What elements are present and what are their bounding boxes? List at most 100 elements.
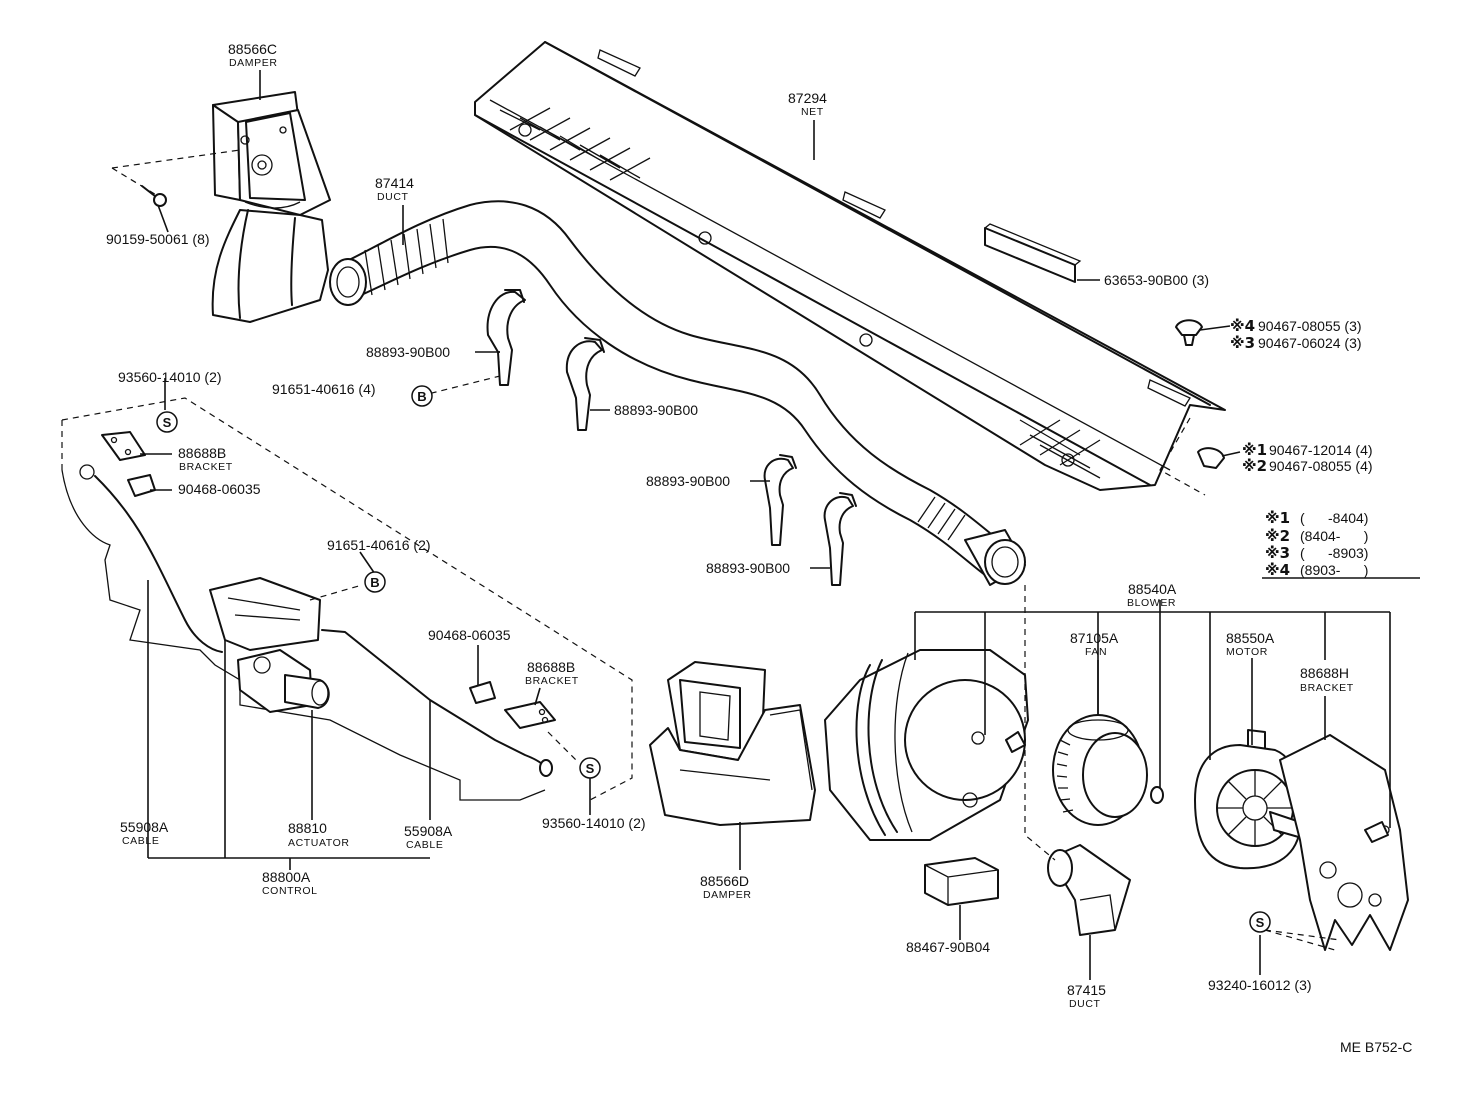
clip-90467-lower [1159, 417, 1225, 496]
label-63653-number: 63653-90B00 (3) [1104, 272, 1209, 288]
label-90468b-number: 90468-06035 [428, 627, 511, 643]
clamp-88893-a [486, 289, 526, 386]
legend-mark-4: ※4 [1265, 561, 1290, 579]
label-55908a-left-name: CABLE [122, 835, 159, 847]
label-88800a-number: 88800A [262, 869, 311, 885]
label-88893b-number: 88893-90B00 [614, 402, 698, 418]
label-90467a-mark: ※4 [1230, 317, 1255, 335]
label-93240-number: 93240-16012 (3) [1208, 977, 1312, 993]
label-90159-number: 90159-50061 (8) [106, 231, 210, 247]
label-90467c-mark: ※1 [1242, 441, 1267, 459]
label-55908a-left-number: 55908A [120, 819, 169, 835]
symbol-s-right: S [1249, 911, 1271, 933]
svg-text:B: B [417, 389, 426, 404]
label-88550a-name: MOTOR [1226, 646, 1268, 658]
blower-housing [824, 649, 1029, 841]
label-87105a-number: 87105A [1070, 630, 1119, 646]
label-93560a-number: 93560-14010 (2) [118, 369, 222, 385]
label-91651a-number: 91651-40616 (4) [272, 381, 376, 397]
label-88540a-number: 88540A [1128, 581, 1177, 597]
screw-90159 [111, 149, 241, 207]
label-90467c-number: 90467-12014 (4) [1269, 442, 1373, 458]
legend-mark-1: ※1 [1265, 509, 1290, 527]
label-90468a-number: 90468-06035 [178, 481, 261, 497]
dash-b-upper [419, 375, 501, 397]
label-88550a-number: 88550A [1226, 630, 1275, 646]
dash-s-lower [547, 731, 579, 763]
resistor-88467 [924, 857, 999, 906]
label-88810-number: 88810 [288, 820, 327, 836]
label-87415-number: 87415 [1067, 982, 1106, 998]
svg-text:S: S [1256, 915, 1265, 930]
label-87414-name: DUCT [377, 191, 409, 203]
symbol-s-upper: S [156, 411, 178, 433]
legend-mark-3: ※3 [1265, 544, 1290, 562]
label-90467d-mark: ※2 [1242, 457, 1267, 475]
leader-lines [140, 70, 1420, 980]
symbol-b-upper: B [411, 385, 433, 407]
clip-90468-b [469, 681, 496, 704]
label-88893a-number: 88893-90B00 [366, 344, 450, 360]
label-87414-number: 87414 [375, 175, 414, 191]
damper-88566c [211, 91, 331, 323]
washer [1150, 786, 1164, 804]
label-88688b-a-name: BRACKET [179, 461, 233, 473]
bracket-88688b-b [504, 701, 556, 729]
legend: ※1 ( -8404) ※2 (8404- ) ※3 ( -8903) ※4 (… [1265, 509, 1368, 579]
diagram-code: ME B752-C [1340, 1039, 1412, 1055]
svg-text:B: B [370, 575, 379, 590]
duct-87415 [1047, 844, 1131, 936]
label-88688b-b-name: BRACKET [525, 675, 579, 687]
symbol-s-lower: S [579, 757, 601, 779]
bracket-88688h [1279, 734, 1409, 951]
label-90467d-number: 90467-08055 (4) [1269, 458, 1373, 474]
pad-63653 [984, 223, 1082, 283]
label-55908a-right-number: 55908A [404, 823, 453, 839]
dash-s-screw [1264, 929, 1341, 951]
label-90467b-number: 90467-06024 (3) [1258, 335, 1362, 351]
label-90467a-number: 90467-08055 (3) [1258, 318, 1362, 334]
svg-text:S: S [586, 761, 595, 776]
label-88467-number: 88467-90B04 [906, 939, 990, 955]
legend-mark-2: ※2 [1265, 527, 1290, 545]
label-88566c-number: 88566C [228, 41, 277, 57]
legend-range-4: (8903- ) [1300, 562, 1368, 578]
legend-range-1: ( -8404) [1300, 510, 1368, 526]
label-55908a-right-name: CABLE [406, 839, 443, 851]
dash-b-lower [309, 584, 363, 601]
label-88800a-name: CONTROL [262, 885, 318, 897]
symbol-b-lower: B [364, 571, 386, 593]
label-88893c-number: 88893-90B00 [646, 473, 730, 489]
label-88688b-a-number: 88688B [178, 445, 226, 461]
label-93560b-number: 93560-14010 (2) [542, 815, 646, 831]
clip-90468-a [127, 474, 156, 497]
label-88540a-name: BLOWER [1127, 597, 1176, 609]
damper-88566d [649, 661, 816, 826]
legend-range-3: ( -8903) [1300, 545, 1368, 561]
label-88566d-name: DAMPER [703, 889, 752, 901]
label-90467b-mark: ※3 [1230, 334, 1255, 352]
bracket-88688b-a [101, 431, 146, 461]
label-88810-name: ACTUATOR [288, 837, 350, 849]
label-88566d-number: 88566D [700, 873, 749, 889]
cable-55908a-right [321, 629, 553, 777]
label-88688h-name: BRACKET [1300, 682, 1354, 694]
label-87415-name: DUCT [1069, 998, 1101, 1010]
label-87294-number: 87294 [788, 90, 827, 106]
label-87294-name: NET [801, 106, 824, 118]
clamp-88893-d [823, 492, 857, 586]
duct-87414 [329, 200, 1026, 586]
label-88688h-number: 88688H [1300, 665, 1349, 681]
clamp-88893-c [763, 454, 797, 546]
motor-88550a [1194, 729, 1303, 870]
legend-range-2: (8404- ) [1300, 528, 1368, 544]
net-87294 [474, 41, 1226, 491]
fan-87105a [1052, 714, 1148, 826]
clamp-88893-b [565, 337, 605, 431]
label-91651b-number: 91651-40616 (2) [327, 537, 431, 553]
svg-text:S: S [163, 415, 172, 430]
label-88893d-number: 88893-90B00 [706, 560, 790, 576]
label-88566c-name: DAMPER [229, 57, 278, 69]
label-88688b-b-number: 88688B [527, 659, 575, 675]
